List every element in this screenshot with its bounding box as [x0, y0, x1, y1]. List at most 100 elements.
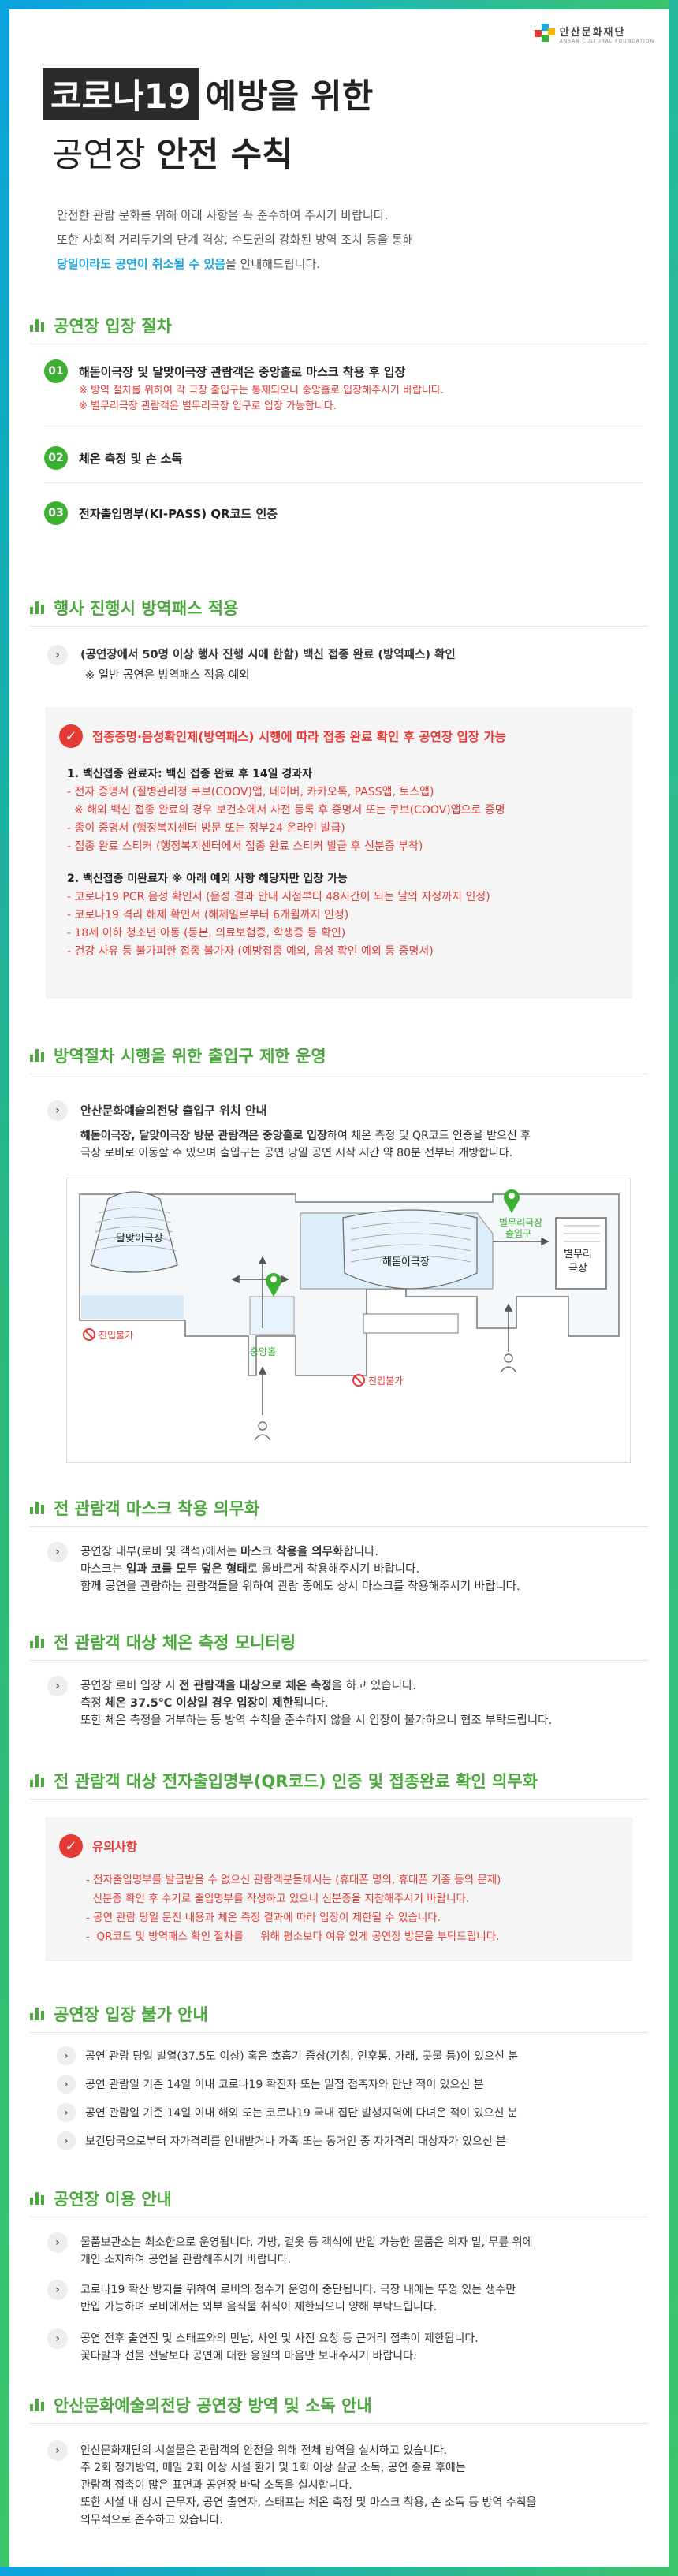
text: 관람객 접촉이 많은 표면과 공연장 바닥 소독을 실시합니다.: [80, 2479, 352, 2492]
bottom-border: [0, 2567, 678, 2576]
bar-chart-icon: [30, 2008, 44, 2020]
section-title-text: 공연장 입장 불가 안내: [54, 2005, 208, 2024]
box-title: 접종증명·음성확인제(방역패스) 시행에 따라 접종 완료 확인 후 공연장 입…: [92, 730, 506, 744]
bar-chart-icon: [30, 601, 44, 614]
group-item: ※ 해외 백신 접종 완료의 경우 보건소에서 사전 등록 후 증명서 또는 쿠…: [67, 804, 505, 817]
bullet-text: (공연장에서 50명 이상 행사 진행 시에 한함) 백신 접종 완료 (방역패…: [80, 649, 456, 661]
bar-chart-icon: [30, 1049, 44, 1062]
chevron-right-icon: ›: [47, 1100, 68, 1121]
bullet-title: 안산문화예술의전당 출입구 위치 안내: [80, 1104, 267, 1118]
chevron-right-icon: ›: [47, 645, 68, 665]
group-title: 1. 백신접종 완료자: 백신 접종 완료 후 14일 경과자: [67, 768, 312, 780]
section-title-text: 전 관람객 마스크 착용 의무화: [54, 1499, 260, 1518]
divider: [44, 482, 643, 483]
section-title-text: 방역절차 시행을 위한 출입구 제한 운영: [54, 1047, 326, 1066]
step-item: 01 해돋이극장 및 달맞이극장 관람객은 중앙홀로 마스크 착용 후 입장 ※…: [44, 359, 444, 415]
step-number: 01: [44, 359, 68, 383]
bar-chart-icon: [30, 1636, 44, 1648]
desc-text: 극장 로비로 이동할 수 있으며 출입구는 공연 당일 공연 시작 시간 약 8…: [80, 1147, 513, 1160]
list-item-text: 공연 관람일 기준 14일 이내 해외 또는 코로나19 국내 집단 발생지역에…: [85, 2107, 518, 2120]
left-border: [0, 0, 9, 2576]
intro-line: 안전한 관람 문화를 위해 아래 사항을 꼭 준수하여 주시기 바랍니다.: [57, 208, 389, 222]
text: 로 올바르게 착용해주시기 바랍니다.: [247, 1563, 420, 1576]
chevron-right-icon: ›: [47, 2440, 68, 2461]
section-title-entrance: 방역절차 시행을 위한 출입구 제한 운영: [30, 1044, 326, 1067]
text: 또한 체온 측정을 거부하는 등 방역 수칙을 준수하지 않을 시 입장이 불가…: [80, 1714, 553, 1727]
text: 주 2회 정기방역, 매일 2회 이상 시설 환기 및 1회 이상 살균 소독,…: [80, 2462, 466, 2474]
list-item-text: 보건당국으로부터 자가격리를 안내받거나 가족 또는 동거인 중 자가격리 대상…: [85, 2135, 506, 2148]
chevron-right-icon: ›: [57, 2046, 76, 2065]
box-title: 유의사항: [92, 1840, 138, 1854]
section-title-vaccine-pass: 행사 진행시 방역패스 적용: [30, 596, 238, 620]
desc-bold: 해돋이극장, 달맞이극장 방문 관람객은 중앙홀로 입장: [80, 1130, 328, 1142]
bullet-item: › 코로나19 확산 방지를 위하여 로비의 정수기 운영이 중단됩니다. 극장…: [47, 2280, 646, 2316]
bullet-note: ※ 일반 공연은 방역패스 적용 예외: [85, 669, 250, 682]
right-border: [669, 0, 678, 2576]
divider: [30, 2032, 648, 2033]
section-title-entry: 공연장 입장 절차: [30, 314, 172, 337]
text: 공연 전후 출연진 및 스태프와의 만남, 사인 및 사진 요청 등 근거리 접…: [80, 2332, 479, 2345]
list-item-text: 공연 관람 당일 발열(37.5도 이상) 혹은 호흡기 증상(기침, 인후통,…: [85, 2050, 519, 2063]
notice-item: - QR코드 및 방역패스 확인 절차를 위해 평소보다 여유 있게 공연장 방…: [86, 1930, 500, 1943]
section-title-disinfection: 안산문화예술의전당 공연장 방역 및 소독 안내: [30, 2393, 372, 2417]
check-circle-icon: ✓: [59, 1834, 83, 1858]
text-bold: 체온 37.5℃ 이상일 경우 입장이 제한: [105, 1697, 293, 1710]
map-label-haedoji: 해돋이극장: [382, 1256, 430, 1268]
step-text: 해돋이극장 및 달맞이극장 관람객은 중앙홀로 마스크 착용 후 입장: [79, 365, 406, 379]
desc-text: 하여 체온 측정 및 QR코드 인증을 받으신 후: [327, 1130, 531, 1142]
text-bold: 입과 코를 모두 덮은 형태: [125, 1563, 248, 1576]
text: 을 하고 있습니다.: [331, 1680, 416, 1692]
step-note: ※ 방역 절차를 위하여 각 극장 출입구는 통제되오니 중앙홀로 입장해주시기…: [79, 385, 444, 396]
bullet-item: › 안산문화예술의전당 출입구 위치 안내 해돋이극장, 달맞이극장 방문 관람…: [47, 1100, 646, 1162]
hero-line2-normal: 공연장: [52, 136, 157, 175]
text-bold: 전 관람객을 대상으로 체온 측정: [179, 1680, 332, 1692]
divider: [30, 1526, 648, 1527]
bar-chart-icon: [30, 319, 44, 332]
text: 마스크는: [80, 1563, 126, 1576]
text: 꽃다발과 선물 전달보다 공연에 대한 응원의 마음만 보내주시기 바랍니다.: [80, 2350, 417, 2362]
bar-chart-icon: [30, 1502, 44, 1514]
section-title-temperature: 전 관람객 대상 체온 측정 모니터링: [30, 1630, 296, 1654]
text: 의무적으로 준수하고 있습니다.: [80, 2514, 223, 2526]
section-title-text: 전 관람객 대상 체온 측정 모니터링: [54, 1633, 296, 1652]
section-title-mask: 전 관람객 마스크 착용 의무화: [30, 1496, 259, 1520]
chevron-right-icon: ›: [47, 1542, 68, 1562]
section-title-text: 공연장 입장 절차: [54, 317, 172, 336]
section-title-qr: 전 관람객 대상 전자출입명부(QR코드) 인증 및 접종완료 확인 의무화: [30, 1769, 538, 1792]
map-label-byeolmuri-2: 극장: [568, 1262, 587, 1274]
text: 또한 시설 내 상시 근무자, 공연 출연자, 스태프는 체온 측정 및 마스크…: [80, 2496, 537, 2509]
text: 개인 소지하여 공연을 관람해주시기 바랍니다.: [80, 2254, 291, 2266]
chevron-right-icon: ›: [47, 1676, 68, 1696]
group-item: - 18세 이하 청소년·아동 (등본, 의료보험증, 학생증 등 확인): [67, 927, 346, 940]
group-item: - 접종 완료 스티커 (행정복지센터에서 접종 완료 스티커 발급 후 신분증…: [67, 840, 423, 853]
divider: [30, 626, 648, 627]
text: 공연장 내부(로비 및 객석)에서는: [80, 1546, 241, 1558]
bullet-item: › (공연장에서 50명 이상 행사 진행 시에 한함) 백신 접종 완료 (방…: [47, 645, 646, 684]
text: 코로나19 확산 방지를 위하여 로비의 정수기 운영이 중단됩니다. 극장 내…: [80, 2284, 516, 2296]
text-bold: 마스크 착용을 의무화: [240, 1546, 344, 1558]
map-label-center-hall: 중앙홀: [250, 1346, 276, 1357]
group-item: - 코로나19 격리 해제 확인서 (해제일로부터 6개월까지 인정): [67, 909, 349, 921]
divider: [30, 1660, 648, 1661]
map-label-byeolmuri: 별무리: [564, 1248, 592, 1260]
text: 합니다.: [343, 1546, 378, 1558]
text: 함께 공연을 관람하는 관람객들을 위하여 관람 중에도 상시 마스크를 착용해…: [80, 1580, 520, 1593]
text: 됩니다.: [292, 1697, 329, 1710]
chevron-right-icon: ›: [57, 2103, 76, 2122]
map-label-no-entry: 진입불가: [99, 1330, 133, 1341]
intro-line: 을 안내해드립니다.: [225, 257, 321, 271]
chevron-right-icon: ›: [47, 2280, 68, 2300]
logo-mark-icon: [534, 24, 555, 44]
list-item-text: 공연 관람일 기준 14일 이내 코로나19 확진자 또는 밀접 접촉자와 만난…: [85, 2079, 484, 2091]
logo-name-en: ANSAN CULTURAL FOUNDATION: [559, 39, 654, 44]
group-title: 2. 백신접종 미완료자 ※ 아래 예외 사항 해당자만 입장 가능: [67, 873, 348, 885]
step-text: 전자출입명부(KI-PASS) QR코드 인증: [79, 507, 278, 521]
section-title-text: 전 관람객 대상 전자출입명부(QR코드) 인증 및 접종완료 확인 의무화: [54, 1772, 538, 1791]
map-label-byeolmuri-gate: 별무리극장: [499, 1217, 542, 1228]
step-text: 체온 측정 및 손 소독: [79, 452, 183, 466]
bullet-item: › 물품보관소는 최소한으로 운영됩니다. 가방, 겉옷 등 객석에 반입 가능…: [47, 2232, 646, 2269]
hero-title: 코로나19 예방을 위한 공연장 안전 수칙: [43, 68, 373, 177]
foundation-logo[interactable]: 안산문화재단 ANSAN CULTURAL FOUNDATION: [534, 24, 654, 44]
text: 공연장 로비 입장 시: [80, 1680, 180, 1692]
group-item: - 전자 증명서 (질병관리청 쿠브(COOV)앱, 네이버, 카카오톡, PA…: [67, 786, 434, 798]
